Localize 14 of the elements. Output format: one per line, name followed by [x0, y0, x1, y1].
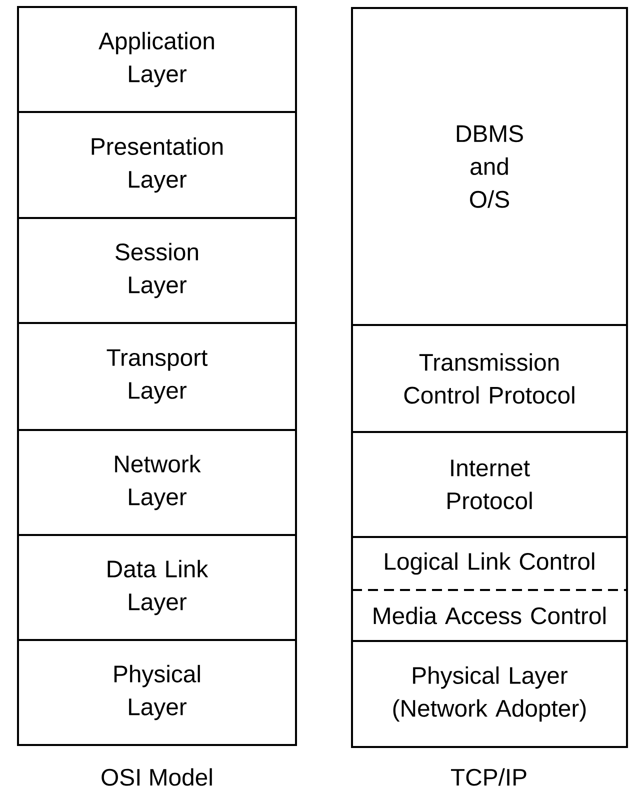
layer-box: Internet Protocol — [351, 431, 628, 538]
layer-box: Physical Layer (Network Adopter) — [351, 640, 628, 748]
layer-box: Media Access Control — [351, 590, 628, 642]
layer-box: Transport Layer — [17, 322, 297, 431]
layer-box: Application Layer — [17, 6, 297, 113]
layer-box: Network Layer — [17, 429, 297, 536]
layer-box: Logical Link Control — [351, 536, 628, 591]
column-caption: OSI Model — [102, 768, 212, 786]
layer-box: Transmission Control Protocol — [351, 324, 628, 433]
layer-box: DBMS and O/S — [351, 7, 628, 326]
layer-box: Physical Layer — [17, 639, 297, 746]
layer-box: Presentation Layer — [17, 111, 297, 219]
layer-box: Data Link Layer — [17, 534, 297, 641]
layer-box: Session Layer — [17, 217, 297, 324]
